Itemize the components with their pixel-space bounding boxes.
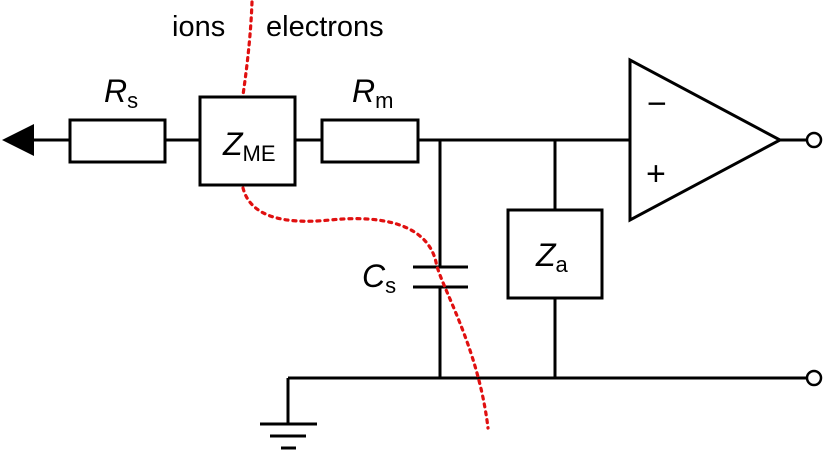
opamp-plus-label: + xyxy=(646,155,666,193)
opamp-triangle xyxy=(628,57,784,223)
cs-label-sub: s xyxy=(385,273,396,298)
rm-label-main: R xyxy=(352,73,375,109)
resistor-rm xyxy=(320,118,420,164)
impedance-zme xyxy=(198,95,297,187)
ion-electron-boundary-bottom xyxy=(241,186,490,430)
za-label-main: Z xyxy=(535,237,557,273)
output-terminal xyxy=(805,131,823,149)
rs-label-main: R xyxy=(104,73,127,109)
capacitor-cs xyxy=(413,140,468,378)
zme-label: ZME xyxy=(222,126,276,166)
cs-label: Cs xyxy=(362,258,396,298)
rm-label: Rm xyxy=(352,73,393,113)
za-label-sub: a xyxy=(556,252,569,277)
impedance-za xyxy=(506,208,604,300)
resistor-rs xyxy=(68,118,167,164)
zme-label-main: Z xyxy=(222,126,244,162)
rs-label-sub: s xyxy=(127,88,138,113)
ions-label: ions xyxy=(172,11,225,43)
rm-label-sub: m xyxy=(375,88,393,113)
cs-label-main: C xyxy=(362,258,386,294)
ground-terminal xyxy=(805,369,823,387)
opamp-minus-label: − xyxy=(647,85,667,123)
ground-icon xyxy=(260,378,317,450)
input-arrow-icon xyxy=(2,124,34,156)
ion-electron-boundary-top xyxy=(241,0,254,97)
za-label: Za xyxy=(535,237,569,277)
electrons-label: electrons xyxy=(266,11,384,43)
zme-label-sub: ME xyxy=(243,141,276,166)
rs-label: Rs xyxy=(104,73,138,113)
